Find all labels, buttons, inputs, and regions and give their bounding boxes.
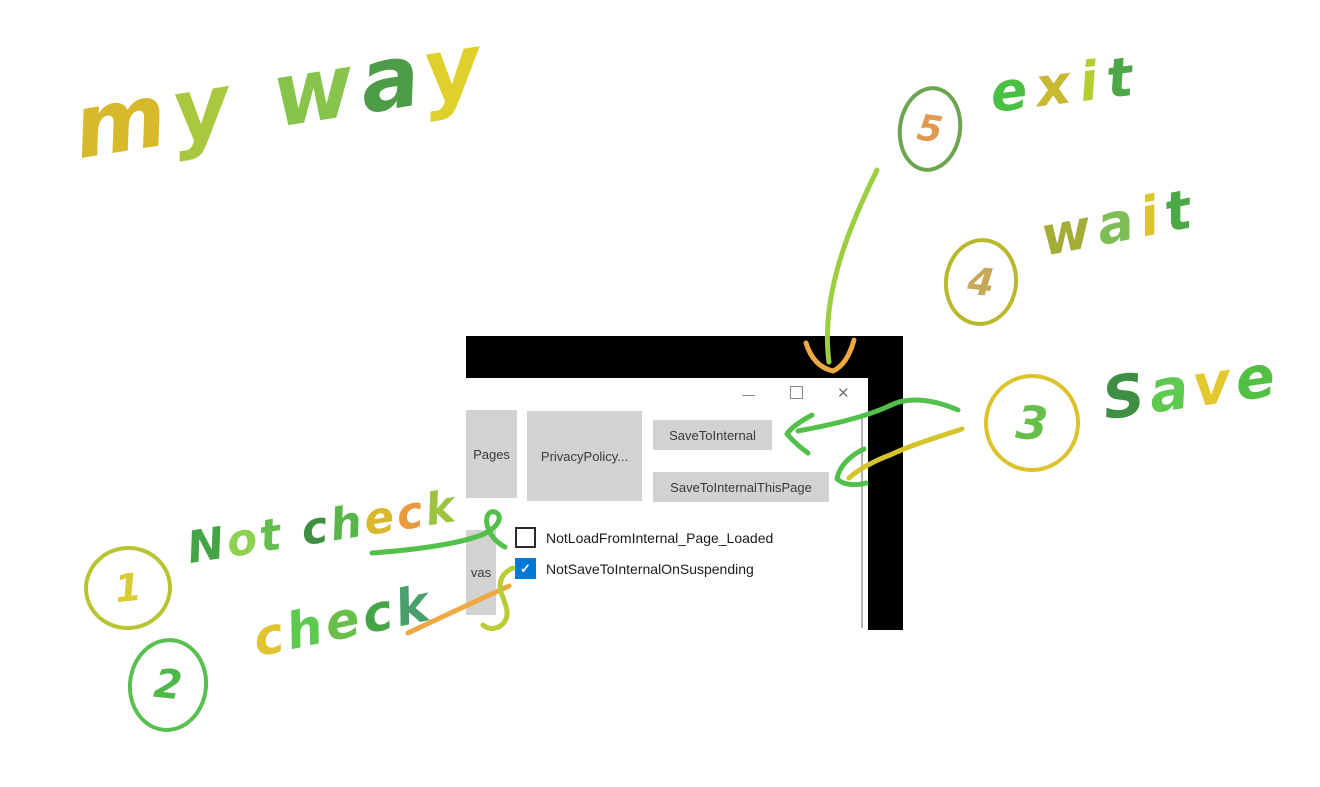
- step-number: 2: [151, 660, 185, 710]
- step-number: 3: [1014, 394, 1050, 452]
- checkbox-row-not-save-on-suspending[interactable]: ✓ NotSaveToInternalOnSuspending: [515, 558, 754, 579]
- handwritten-step-save: Save: [1098, 340, 1284, 434]
- window-frame-top-bar: [466, 336, 903, 378]
- minimize-button[interactable]: —: [742, 387, 755, 402]
- handwritten-step-check: check: [247, 573, 439, 669]
- maximize-icon: [790, 386, 803, 399]
- exit-arrow-shaft: [824, 167, 880, 365]
- privacy-policy-button[interactable]: PrivacyPolicy...: [527, 411, 642, 501]
- step-circle-4: 4: [939, 234, 1023, 330]
- close-button[interactable]: ✕: [837, 386, 850, 401]
- step-circle-1: 1: [79, 541, 177, 635]
- checkbox-label: NotSaveToInternalOnSuspending: [546, 560, 754, 577]
- close-icon: ✕: [837, 385, 850, 402]
- handwritten-step-not-check: Not check: [183, 480, 462, 575]
- checkbox-unchecked[interactable]: [515, 527, 536, 548]
- step-circle-2: 2: [123, 634, 213, 736]
- handwritten-step-exit: exit: [986, 43, 1146, 126]
- step-number: 1: [112, 564, 144, 612]
- check-icon: ✓: [520, 560, 531, 576]
- window-right-border: [861, 415, 863, 628]
- save-to-internal-this-page-button[interactable]: SaveToInternalThisPage: [653, 472, 829, 502]
- save-arrow-2-shaft: [846, 426, 965, 481]
- handwritten-title: my way: [66, 12, 495, 179]
- handwritten-step-wait: wait: [1035, 176, 1204, 269]
- canvas-partial-button[interactable]: vas: [466, 530, 496, 615]
- step-number: 5: [914, 106, 946, 152]
- checkbox-checked[interactable]: ✓: [515, 558, 536, 579]
- minimize-icon: —: [742, 387, 755, 402]
- checkbox-label: NotLoadFromInternal_Page_Loaded: [546, 529, 774, 546]
- save-to-internal-button[interactable]: SaveToInternal: [653, 420, 772, 450]
- step-number: 4: [965, 258, 997, 306]
- window-frame-right-bar: [868, 378, 903, 630]
- step-circle-5: 5: [892, 81, 968, 177]
- maximize-button[interactable]: [790, 386, 803, 402]
- save-arrow-1-head: [784, 412, 815, 456]
- step-circle-3: 3: [980, 370, 1084, 476]
- pages-button[interactable]: Pages: [466, 410, 517, 498]
- checkbox-row-not-load-from-internal[interactable]: NotLoadFromInternal_Page_Loaded: [515, 527, 773, 548]
